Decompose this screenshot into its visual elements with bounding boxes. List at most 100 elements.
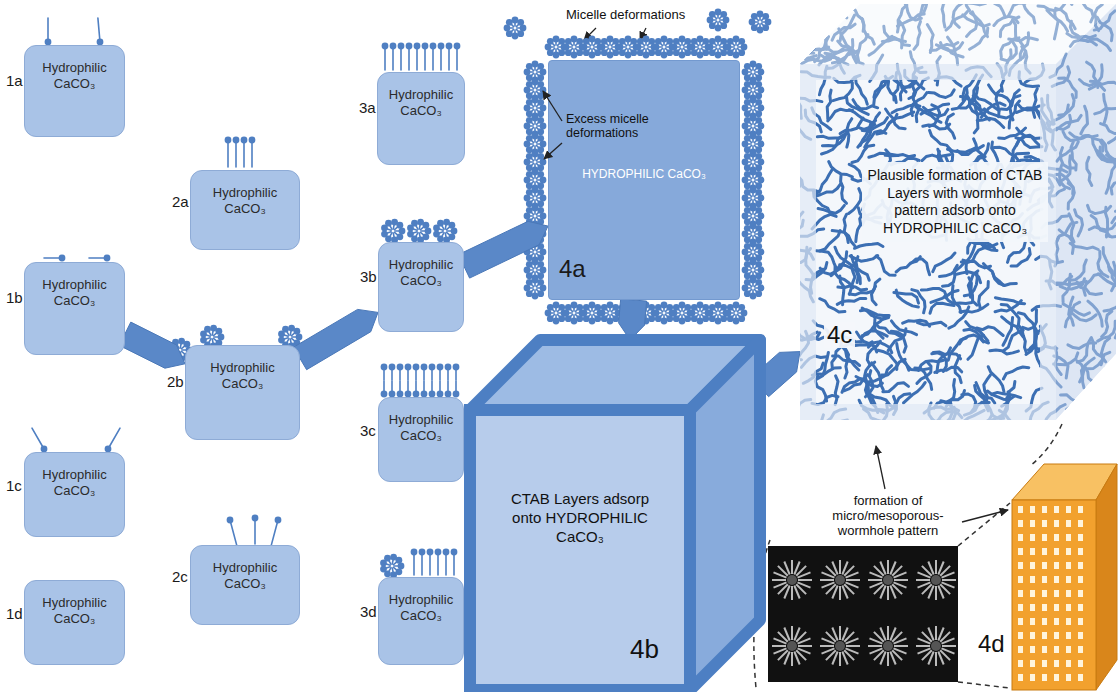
pore: [1042, 646, 1047, 653]
leader-line: [543, 91, 562, 121]
wormhole: [816, 251, 836, 268]
pore: [1066, 506, 1071, 513]
surfactant-head: [755, 99, 762, 106]
wormhole: [799, 0, 815, 22]
tem-spoke: [868, 579, 882, 581]
surfactant-head: [537, 207, 544, 214]
pore: [1054, 562, 1059, 569]
substrate-box: 2bHydrophilic CaCO₃: [185, 345, 300, 440]
surfactant-head: [413, 364, 420, 371]
surfactant-head: [594, 304, 601, 311]
panel-number: 1b: [6, 290, 23, 305]
surfactant-tail: [271, 520, 278, 545]
pore: [1066, 604, 1071, 611]
substrate-box: 1cHydrophilic CaCO₃: [24, 452, 125, 537]
tem-spoke: [890, 586, 895, 599]
pore: [1030, 646, 1035, 653]
wormhole: [826, 0, 847, 18]
surfactant-head: [427, 549, 434, 556]
tem-spoke: [935, 652, 937, 666]
wormhole: [849, 286, 875, 295]
pore: [1066, 618, 1071, 625]
wormhole: [994, 147, 1019, 161]
tem-spoke: [880, 562, 885, 575]
tem-spoke: [839, 626, 841, 640]
tem-core: [883, 575, 893, 585]
substrate-box: 1aHydrophilic CaCO₃: [24, 45, 125, 137]
wormhole: [797, 16, 812, 40]
surfactant-tail: [456, 46, 458, 70]
wormhole: [923, 107, 948, 116]
surfactant-head: [762, 13, 769, 20]
pore: [1066, 548, 1071, 555]
wormhole: [997, 0, 1013, 4]
wormhole: [999, 128, 1026, 139]
pore: [1018, 520, 1023, 527]
surfactant-head: [755, 207, 762, 214]
surfactant-head: [537, 279, 544, 286]
pore: [1018, 548, 1023, 555]
surfactant-head: [200, 337, 207, 344]
surfactant-head: [666, 304, 673, 311]
pore: [1066, 562, 1071, 569]
particle-label: HYDROPHILIC CaCO₃: [549, 167, 739, 181]
tem-spoke: [918, 648, 931, 653]
wormhole: [1023, 310, 1037, 330]
surfactant-tail: [413, 552, 415, 575]
tem-spoke: [842, 586, 847, 599]
dashed-line: [958, 682, 1010, 688]
wormhole: [896, 290, 918, 307]
wormhole: [869, 153, 898, 157]
leader-line: [962, 510, 1008, 522]
wormhole: [855, 244, 884, 249]
wormhole: [822, 136, 843, 155]
wormhole: [983, 264, 1003, 286]
surfactant-head: [443, 549, 450, 556]
surfactant-head: [414, 43, 421, 50]
surfactant-head: [738, 304, 745, 311]
tem-spoke: [942, 645, 956, 647]
pore: [1030, 632, 1035, 639]
wormhole: [835, 376, 838, 405]
pore: [1054, 576, 1059, 583]
particle-label: Plausible formation of CTAB Layers with …: [862, 162, 1048, 242]
surfactant-tail: [243, 140, 245, 167]
wormhole: [858, 113, 879, 130]
surfactant-head: [594, 38, 601, 45]
panel-number: 3b: [360, 269, 377, 284]
surfactant-head: [537, 117, 544, 124]
surfactant-tail: [424, 46, 426, 70]
surfactant-head: [104, 255, 111, 262]
tem-spoke: [938, 652, 943, 665]
tem-spoke: [794, 586, 799, 599]
wormhole: [929, 90, 955, 98]
surfactant-tail: [235, 140, 237, 167]
surfactant-head: [437, 220, 444, 227]
surfactant-tail: [108, 428, 120, 449]
particle-label: Hydrophilic CaCO₃: [32, 595, 117, 626]
surfactant-head: [397, 364, 404, 371]
surfactant-head: [684, 304, 691, 311]
surfactant-tail: [429, 552, 431, 575]
surfactant-head: [755, 279, 762, 286]
surfactant-head: [537, 63, 544, 70]
surfactant-head: [411, 220, 418, 227]
particle-label: Hydrophilic CaCO₃: [32, 60, 117, 91]
pore: [1054, 548, 1059, 555]
dashed-line: [958, 503, 1010, 546]
surfactant-head: [406, 43, 413, 50]
surfactant-head: [453, 364, 460, 371]
wormhole: [781, 115, 800, 137]
wormhole: [996, 89, 1002, 117]
tem-spoke: [791, 560, 793, 574]
wormhole: [778, 358, 802, 368]
surfactant-head: [59, 255, 66, 262]
wormhole: [896, 257, 920, 272]
wormhole: [932, 421, 959, 427]
surfactant-head: [249, 137, 256, 144]
surfactant-head: [537, 171, 544, 178]
wormhole: [1119, 44, 1120, 56]
pore: [1078, 520, 1083, 527]
surfactant-tail: [384, 46, 386, 70]
tem-spoke: [784, 562, 789, 575]
